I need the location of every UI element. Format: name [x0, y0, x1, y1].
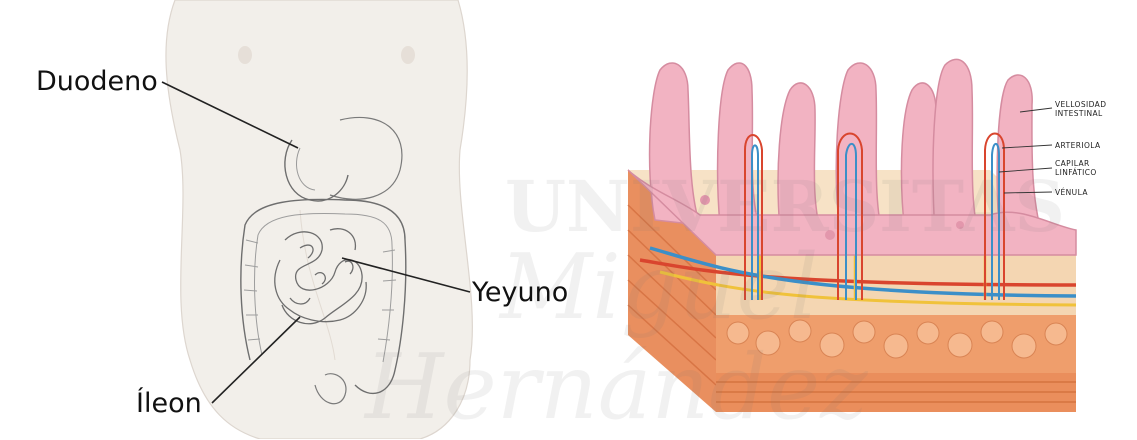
label-venula: VÉNULA: [1055, 188, 1088, 197]
label-duodeno: Duodeno: [36, 68, 158, 95]
label-arteriola: ARTERIOLA: [1055, 141, 1101, 150]
label-vellosidad-intestinal: VELLOSIDAD INTESTINAL: [1055, 100, 1106, 118]
label-capilar-linfatico: CAPILAR LINFÁTICO: [1055, 159, 1097, 177]
watermark: Hernández: [365, 335, 868, 440]
label-ileon: Íleon: [136, 390, 202, 417]
label-yeyuno: Yeyuno: [472, 279, 568, 306]
